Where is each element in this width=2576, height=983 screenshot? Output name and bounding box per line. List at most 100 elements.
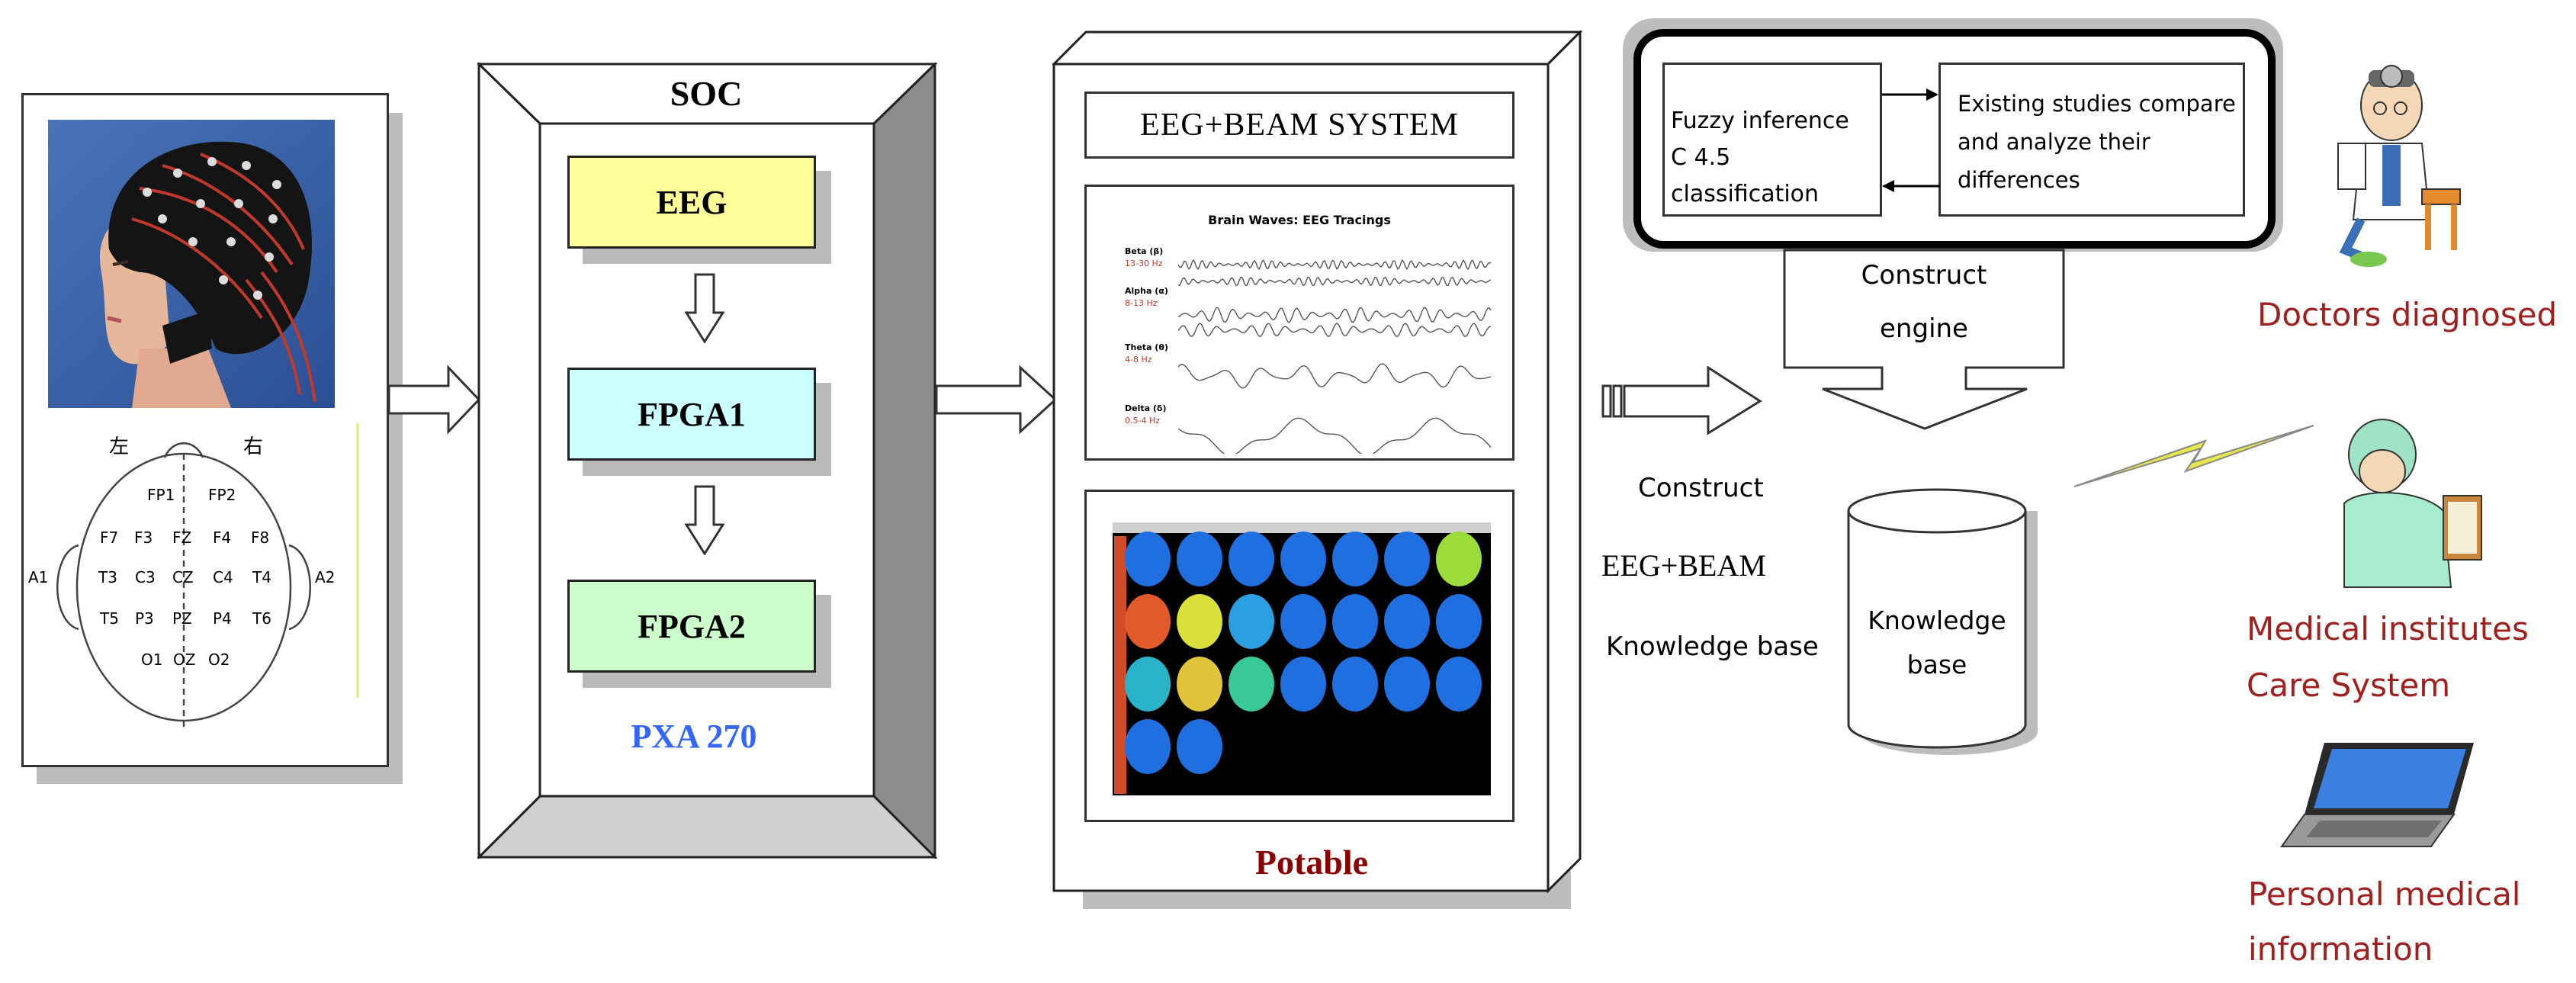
knowledge-base-line1: Knowledge bbox=[1868, 605, 2006, 635]
arrow-to-soc bbox=[387, 365, 481, 435]
eeg-beam-label: EEG+BEAM bbox=[1601, 548, 1766, 583]
eeg-wave-trace bbox=[1178, 363, 1492, 389]
eeg-waveforms bbox=[1178, 259, 1492, 454]
knowledge-base-label: Knowledge base bbox=[1606, 631, 1819, 662]
electrode-o2: O2 bbox=[208, 651, 230, 669]
arrow-eeg-to-fpga1 bbox=[685, 273, 724, 343]
left-char: 左 bbox=[109, 435, 130, 458]
electrode-t3: T3 bbox=[98, 568, 117, 586]
information-label: information bbox=[2248, 930, 2433, 968]
wave-beta-name: Beta (β) bbox=[1125, 246, 1164, 256]
beam-head-map bbox=[1280, 532, 1326, 586]
beam-head-map bbox=[1332, 594, 1378, 649]
beam-head-map bbox=[1229, 532, 1274, 586]
beam-head-map bbox=[1384, 657, 1430, 712]
knowledge-base-cylinder bbox=[1847, 488, 2038, 755]
beam-head-map bbox=[1384, 532, 1430, 586]
electrode-fp2: FP2 bbox=[208, 486, 236, 504]
wave-theta-range: 4-8 Hz bbox=[1125, 355, 1152, 365]
electrode-t6: T6 bbox=[252, 609, 271, 628]
device-caption: Potable bbox=[1254, 842, 1369, 882]
studies-line1: Existing studies compare bbox=[1958, 91, 2236, 117]
fuzzy-inference-line1: Fuzzy inference bbox=[1671, 108, 1849, 134]
eeg-block: EEG bbox=[567, 156, 816, 249]
electrode-map bbox=[56, 423, 359, 728]
wave-alpha-range: 8-13 Hz bbox=[1125, 298, 1158, 308]
processor-label: PXA 270 bbox=[631, 717, 757, 755]
care-system-label: Care System bbox=[2247, 667, 2451, 704]
fuzzy-inference-box: Fuzzy inference C 4.5 classification bbox=[1662, 63, 1882, 217]
studies-line3: differences bbox=[1958, 167, 2080, 193]
arrow-fpga1-to-fpga2 bbox=[685, 485, 724, 555]
beam-head-map bbox=[1125, 657, 1171, 712]
beam-head-map bbox=[1177, 594, 1222, 649]
personal-medical-label: Personal medical bbox=[2248, 875, 2521, 913]
fpga1-block: FPGA1 bbox=[567, 368, 816, 461]
beam-head-map bbox=[1436, 657, 1482, 712]
beam-head-map bbox=[1436, 532, 1482, 586]
electrode-pz: PZ bbox=[172, 609, 192, 628]
beam-head-map bbox=[1177, 532, 1222, 586]
electrode-fz: FZ bbox=[172, 528, 192, 547]
electrode-a2: A2 bbox=[315, 568, 336, 586]
beam-head-map bbox=[1125, 719, 1171, 774]
construct-engine-line1: Construct bbox=[1861, 260, 1987, 291]
electrode-f4: F4 bbox=[213, 528, 232, 547]
electrode-f3: F3 bbox=[134, 528, 153, 547]
electrode-c3: C3 bbox=[135, 568, 156, 586]
electrode-oz: OZ bbox=[173, 651, 196, 669]
beam-head-map bbox=[1229, 657, 1274, 712]
arrow-to-knowledge bbox=[1601, 366, 1762, 435]
studies-line2: and analyze their bbox=[1958, 129, 2150, 155]
device-title: EEG+BEAM SYSTEM bbox=[1084, 92, 1514, 159]
beam-head-map bbox=[1125, 532, 1171, 586]
eeg-cap-photo bbox=[48, 120, 335, 408]
eeg-wave-trace bbox=[1178, 276, 1492, 287]
wave-alpha-name: Alpha (α) bbox=[1125, 286, 1168, 296]
knowledge-base-line2: base bbox=[1906, 649, 1967, 679]
electrode-c4: C4 bbox=[213, 568, 233, 586]
tracing-title: Brain Waves: EEG Tracings bbox=[1208, 213, 1391, 227]
electrode-map-labels: 左 右 FP1 FP2 F7 F3 FZ F4 F8 A1 T3 C3 CZ C… bbox=[28, 423, 374, 728]
eeg-tracing-panel: Brain Waves: EEG Tracings Beta (β) 13-30… bbox=[1084, 185, 1514, 461]
beam-head-map bbox=[1384, 594, 1430, 649]
beam-head-map bbox=[1125, 594, 1171, 649]
electrode-fp1: FP1 bbox=[147, 486, 175, 504]
beam-head-map bbox=[1229, 594, 1274, 649]
beam-head-map bbox=[1280, 657, 1326, 712]
right-char: 右 bbox=[243, 435, 264, 458]
beam-head-map bbox=[1177, 657, 1222, 712]
wave-delta-name: Delta (δ) bbox=[1125, 403, 1167, 413]
electrode-f8: F8 bbox=[251, 528, 270, 547]
studies-box: Existing studies compare and analyze the… bbox=[1938, 63, 2245, 217]
electrode-t5: T5 bbox=[100, 609, 119, 628]
electrode-t4: T4 bbox=[252, 568, 271, 586]
construct-engine-line2: engine bbox=[1880, 313, 1968, 344]
eeg-wave-trace bbox=[1178, 259, 1492, 271]
electrode-panel: 左 右 FP1 FP2 F7 F3 FZ F4 F8 A1 T3 C3 CZ C… bbox=[21, 93, 389, 767]
lightning-bolt-icon bbox=[2073, 425, 2314, 487]
electrode-o1: O1 bbox=[141, 651, 163, 669]
beam-head-map bbox=[1436, 594, 1482, 649]
fpga2-block: FPGA2 bbox=[567, 580, 816, 673]
medical-institutes-label: Medical institutes bbox=[2247, 610, 2529, 647]
arrow-to-device bbox=[935, 365, 1058, 435]
electrode-f7: F7 bbox=[100, 528, 119, 547]
eeg-wave-trace bbox=[1178, 417, 1492, 454]
exchange-arrows bbox=[1882, 88, 1940, 192]
electrode-cz: CZ bbox=[172, 568, 194, 586]
wave-beta-range: 13-30 Hz bbox=[1125, 259, 1163, 268]
doctors-diagnosed-label: Doctors diagnosed bbox=[2257, 296, 2558, 333]
wave-delta-range: 0.5-4 Hz bbox=[1125, 416, 1161, 426]
fuzzy-inference-line2: C 4.5 classification bbox=[1671, 144, 1820, 207]
wave-theta-name: Theta (θ) bbox=[1125, 342, 1168, 352]
beam-topographic-maps bbox=[1113, 522, 1491, 795]
electrode-p3: P3 bbox=[135, 609, 154, 628]
beam-head-map bbox=[1177, 719, 1222, 774]
construct-engine-arrow bbox=[1783, 249, 2065, 430]
beam-head-map bbox=[1332, 532, 1378, 586]
soc-title: SOC bbox=[670, 73, 743, 113]
laptop-icon bbox=[2280, 743, 2474, 847]
electrode-a1: A1 bbox=[28, 568, 49, 586]
doctor-icon bbox=[2337, 65, 2461, 267]
